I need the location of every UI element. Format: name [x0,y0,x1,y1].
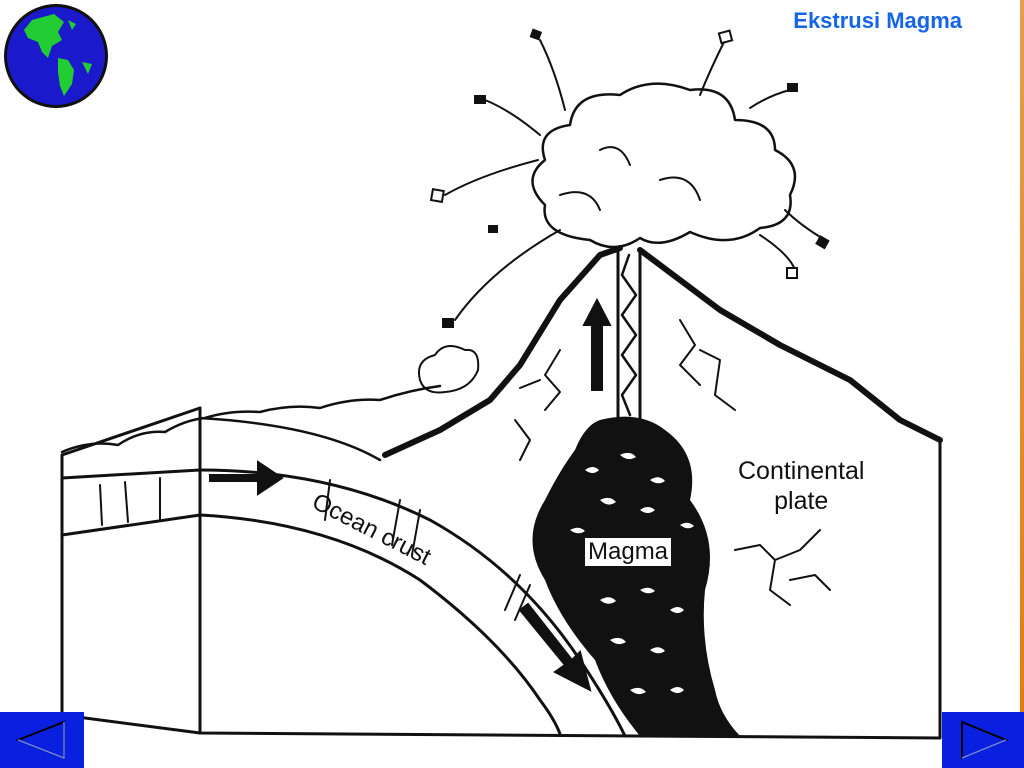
triangle-left-icon [15,720,65,760]
magma-rise-arrow [582,297,612,391]
next-slide-button[interactable] [942,712,1024,768]
previous-slide-button[interactable] [0,712,84,768]
continental-plate-label: Continental plate [738,456,864,516]
ocean-crust-bottom [198,513,562,736]
slide-title: Ekstrusi Magma [793,8,962,33]
volcano-left-slope [382,245,623,458]
subduction-arrow [518,602,592,692]
magma-label: Magma [585,538,672,566]
ocean-surface [60,384,442,454]
ocean-crust-top [198,468,627,738]
volcano-conduit [616,248,642,422]
continental-label-line1: Continental [738,457,865,485]
continental-label-line2: plate [774,487,829,515]
ash-cloud [531,82,797,249]
plate-motion-arrow [209,460,284,496]
triangle-right-icon [961,720,1009,760]
slide-edge-accent [1020,0,1024,768]
volcano-right-slope [637,247,943,443]
magma-chamber [532,416,740,736]
globe-icon [4,4,108,108]
